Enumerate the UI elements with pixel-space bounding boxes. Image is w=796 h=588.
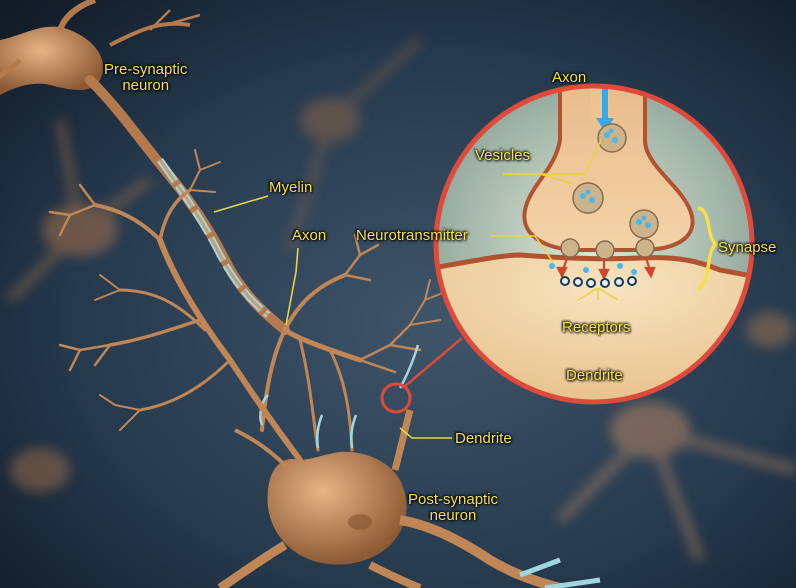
label-myelin: Myelin: [269, 180, 312, 196]
label-dendrite-inset: Dendrite: [566, 368, 623, 384]
label-receptors: Receptors: [562, 320, 630, 336]
label-axon: Axon: [292, 228, 326, 244]
label-neurotransmitter: Neurotransmitter: [356, 228, 468, 244]
label-synapse: Synapse: [718, 240, 776, 256]
label-dendrite: Dendrite: [455, 431, 512, 447]
label-post-synaptic-neuron: Post-synaptic neuron: [408, 492, 498, 524]
label-vesicles: Vesicles: [475, 148, 530, 164]
label-axon-inset: Axon: [552, 70, 586, 86]
label-pre-synaptic-neuron: Pre-synaptic neuron: [104, 62, 187, 94]
label-pre-synaptic-neuron-text: Pre-synaptic neuron: [104, 62, 187, 94]
label-post-synaptic-neuron-text: Post-synaptic neuron: [408, 492, 498, 524]
